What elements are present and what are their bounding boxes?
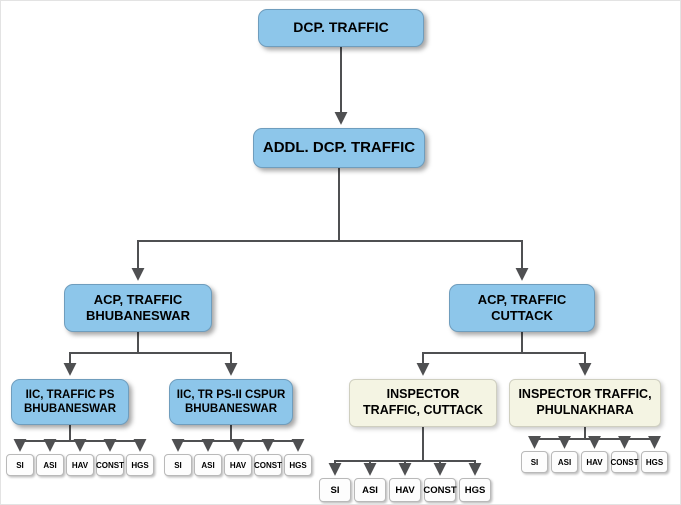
rank-hav: HAV	[66, 454, 94, 476]
rank-group-iic-tr-ps2-cspur: SI ASI HAV CONST HGS	[164, 454, 312, 476]
rank-asi: ASI	[354, 478, 386, 502]
rank-hav: HAV	[389, 478, 421, 502]
rank-hgs: HGS	[459, 478, 491, 502]
rank-const: CONST	[611, 451, 639, 473]
node-acp-traffic-cuttack: ACP, TRAFFIC CUTTACK	[449, 284, 595, 332]
rank-const: CONST	[254, 454, 282, 476]
rank-si: SI	[521, 451, 548, 473]
rank-asi: ASI	[36, 454, 64, 476]
node-addl-dcp-traffic: ADDL. DCP. TRAFFIC	[253, 128, 425, 168]
rank-group-inspector-traffic-cuttack: SI ASI HAV CONST HGS	[319, 478, 491, 502]
node-inspector-traffic-cuttack: INSPECTOR TRAFFIC, CUTTACK	[349, 379, 497, 427]
rank-group-iic-traffic-ps-bhubaneswar: SI ASI HAV CONST HGS	[6, 454, 154, 476]
rank-hgs: HGS	[126, 454, 154, 476]
rank-asi: ASI	[551, 451, 578, 473]
node-dcp-traffic: DCP. TRAFFIC	[258, 9, 424, 47]
rank-group-inspector-traffic-phulnakhara: SI ASI HAV CONST HGS	[521, 451, 668, 473]
rank-si: SI	[6, 454, 34, 476]
rank-si: SI	[319, 478, 351, 502]
rank-asi: ASI	[194, 454, 222, 476]
node-iic-traffic-ps-bhubaneswar: IIC, TRAFFIC PS BHUBANESWAR	[11, 379, 129, 425]
node-iic-tr-ps2-cspur-bhubaneswar: IIC, TR PS-II CSPUR BHUBANESWAR	[169, 379, 293, 425]
rank-hav: HAV	[224, 454, 252, 476]
rank-hgs: HGS	[641, 451, 668, 473]
rank-hgs: HGS	[284, 454, 312, 476]
rank-hav: HAV	[581, 451, 608, 473]
rank-const: CONST	[423, 478, 457, 502]
node-inspector-traffic-phulnakhara: INSPECTOR TRAFFIC, PHULNAKHARA	[509, 379, 661, 427]
rank-const: CONST	[96, 454, 124, 476]
node-acp-traffic-bhubaneswar: ACP, TRAFFIC BHUBANESWAR	[64, 284, 212, 332]
rank-si: SI	[164, 454, 192, 476]
